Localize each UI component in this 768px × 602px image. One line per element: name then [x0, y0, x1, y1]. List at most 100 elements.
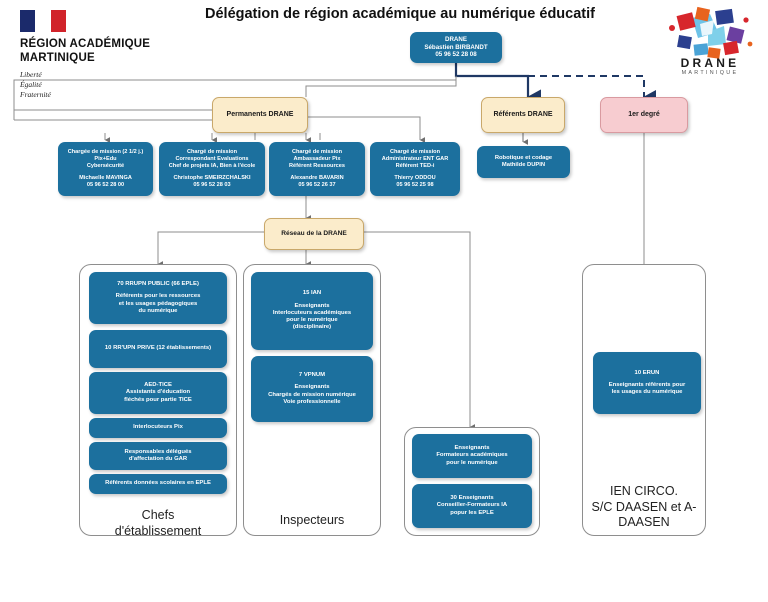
node-referents-drane[interactable]: Référents DRANE	[481, 97, 565, 133]
reseau-label: Réseau de la DRANE	[281, 229, 347, 237]
chefs-item-0-l2: et les usages pédagogiques	[118, 300, 198, 307]
chefs-label-line1: Chefs	[141, 508, 175, 522]
insp-item-0-l3: pour le numérique	[286, 317, 338, 324]
insp-item-0-l4: (disciplinaire)	[292, 324, 332, 331]
french-flag-icon	[20, 10, 66, 32]
cm2-role1: Chargé de mission	[186, 149, 238, 156]
cm3-role3: Référent Ressources	[289, 163, 345, 170]
ien-item-0-l2: les usages du numérique	[611, 389, 683, 396]
cm3-role2: Ambassadeur Pix	[293, 156, 341, 163]
chefs-item-3-head: Interlocuteurs Pix	[133, 424, 183, 431]
insp-item-1-l1: Enseignants	[294, 384, 330, 391]
chefs-item-4-head: Responsables délégués	[124, 448, 192, 455]
cm4-role3: Référent TED-i	[395, 163, 435, 170]
drane-logo-word: DRANE	[680, 56, 740, 70]
formateurs-item-1[interactable]: 30 Enseignants Conseiller-Formateurs IA …	[412, 484, 532, 528]
region-logo-line1: RÉGION ACADÉMIQUE	[20, 38, 151, 50]
chefs-item-1-head: 10 RR'UPN PRIVE (12 établissements)	[104, 345, 212, 352]
inspecteurs-item-0[interactable]: 15 IAN Enseignants Interlocuteurs académ…	[251, 272, 373, 350]
node-charge-mission-3[interactable]: Chargé de mission Ambassadeur Pix Référe…	[269, 142, 365, 196]
insp-item-1-l2: Chargés de mission numérique	[268, 391, 356, 398]
cm2-name: Christophe SMEIRZCHALSKI	[173, 174, 251, 181]
robotique-line1: Robotique et codage	[494, 154, 553, 161]
chefs-item-2-l1: Assistants d'éducation	[125, 389, 191, 396]
insp-item-0-l1: Enseignants	[294, 302, 330, 309]
chefs-item-4[interactable]: Responsables délégués d'affectation du G…	[89, 442, 227, 470]
node-drane-root[interactable]: DRANE Sébastien BIRBANDT 05 96 52 28 08	[410, 32, 502, 63]
form-item-0-l1: Formateurs académiques	[436, 452, 508, 459]
cm4-name: Thierry ODDOU	[394, 174, 436, 181]
chefs-item-0-l3: du numérique	[138, 307, 178, 314]
cm2-role2: Correspondant Evaluations	[175, 156, 249, 163]
insp-item-1-l3: Voie professionnelle	[283, 398, 341, 405]
motto-liberte: Liberté	[20, 70, 42, 80]
form-item-0-l2: pour le numérique	[446, 459, 498, 466]
cm1-phone: 05 96 52 28 00	[86, 181, 125, 188]
chefs-item-5-head: Référents données scolaires en EPLE	[105, 480, 211, 487]
cm1-role3: Cybersécurité	[86, 163, 125, 170]
robotique-line2: Mathilde DUPIN	[501, 162, 546, 168]
ien-item-0-head: 10 ERUN	[634, 369, 660, 376]
node-charge-mission-2[interactable]: Chargé de mission Correspondant Evaluati…	[159, 142, 265, 196]
ien-label-line2: S/C DAASEN et A-DAASEN	[591, 499, 697, 530]
page-title: Délégation de région académique au numér…	[205, 6, 595, 22]
form-item-0-head: Enseignants	[454, 445, 490, 452]
inspecteurs-item-1[interactable]: 7 VPNUM Enseignants Chargés de mission n…	[251, 356, 373, 422]
chefs-item-2-l2: fléchés pour partie TICE	[124, 396, 192, 403]
node-charge-mission-4[interactable]: Chargé de mission Administrateur ENT GAR…	[370, 142, 460, 196]
chefs-item-0-l1: Référents pour les ressources	[115, 293, 201, 300]
cm1-name: Michaelle MAVINGA	[79, 174, 132, 181]
chefs-item-5[interactable]: Référents données scolaires en EPLE	[89, 474, 227, 494]
group-chefs-label: Chefs d'établissement	[79, 508, 237, 539]
cm2-role3: Chef de projets IA, Bien à l'école	[168, 163, 256, 170]
insp-item-1-head: 7 VPNUM	[298, 372, 326, 379]
chefs-item-0[interactable]: 70 RRUPN PUBLIC (66 EPLE) Référents pour…	[89, 272, 227, 324]
region-academique-logo: RÉGION ACADÉMIQUE MARTINIQUE Liberté Éga…	[20, 10, 190, 101]
chefs-label-line2: d'établissement	[114, 523, 202, 538]
root-title: DRANE	[444, 36, 467, 44]
chefs-item-2[interactable]: AED-TICE Assistants d'éducation fléchés …	[89, 372, 227, 414]
form-item-1-head: 30 Enseignants	[450, 495, 494, 502]
cm3-name: Alexandre BAVARIN	[290, 174, 344, 181]
drane-mark-icon	[669, 6, 753, 59]
motto-fraternite: Fraternité	[20, 90, 51, 100]
group-inspecteurs-label: Inspecteurs	[243, 513, 381, 529]
insp-item-0-head: 15 IAN	[302, 290, 322, 297]
referents-drane-label: Référents DRANE	[493, 110, 553, 118]
chefs-item-1[interactable]: 10 RR'UPN PRIVE (12 établissements)	[89, 330, 227, 368]
chefs-item-2-head: AED-TICE	[144, 382, 172, 389]
ien-item-0-l1: Enseignants référents pour	[608, 381, 686, 388]
cm4-role2: Administrateur ENT GAR	[381, 156, 449, 163]
cm1-role2: Pix+Edu	[94, 156, 117, 163]
formateurs-item-0[interactable]: Enseignants Formateurs académiques pour …	[412, 434, 532, 478]
node-premier-degre[interactable]: 1er degré	[600, 97, 688, 133]
chefs-item-4-l1: d'affectation du GAR	[128, 456, 188, 462]
premier-degre-label: 1er degré	[628, 110, 660, 118]
cm1-role1: Chargée de mission (2 1/2 j.)	[67, 149, 144, 156]
node-charge-mission-1[interactable]: Chargée de mission (2 1/2 j.) Pix+Edu Cy…	[58, 142, 153, 196]
inspecteurs-label-line1: Inspecteurs	[279, 513, 345, 527]
root-phone: 05 96 52 28 08	[435, 51, 477, 59]
chefs-item-0-head: 70 RRUPN PUBLIC (66 EPLE)	[117, 281, 199, 288]
group-ien-label: IEN CIRCO. S/C DAASEN et A-DAASEN	[582, 484, 706, 531]
ien-label-line1: IEN CIRCO.	[609, 484, 679, 498]
node-reseau-drane[interactable]: Réseau de la DRANE	[264, 218, 364, 250]
cm3-role1: Chargé de mission	[291, 149, 343, 156]
node-robotique-codage[interactable]: Robotique et codage Mathilde DUPIN	[477, 146, 570, 178]
node-permanents-drane[interactable]: Permanents DRANE	[212, 97, 308, 133]
form-item-1-l1: Conseiller-Formateurs IA	[436, 502, 508, 509]
chefs-item-3[interactable]: Interlocuteurs Pix	[89, 418, 227, 438]
cm3-phone: 05 96 52 26 37	[298, 181, 336, 188]
motto-egalite: Égalité	[20, 80, 42, 90]
cm4-role1: Chargé de mission	[389, 149, 441, 156]
cm4-phone: 05 96 52 25 98	[396, 181, 434, 188]
form-item-1-l2: popur les EPLE	[450, 509, 494, 516]
insp-item-0-l2: Interlocuteurs académiques	[272, 309, 352, 316]
region-logo-line2: MARTINIQUE	[20, 51, 95, 64]
drane-logo: DRANE MARTINIQUE	[662, 4, 758, 82]
root-name: Sébastien BIRBANDT	[424, 43, 488, 51]
cm2-phone: 05 96 52 28 03	[193, 181, 231, 188]
ien-item-0[interactable]: 10 ERUN Enseignants référents pour les u…	[593, 352, 701, 414]
permanents-label: Permanents DRANE	[226, 110, 294, 118]
